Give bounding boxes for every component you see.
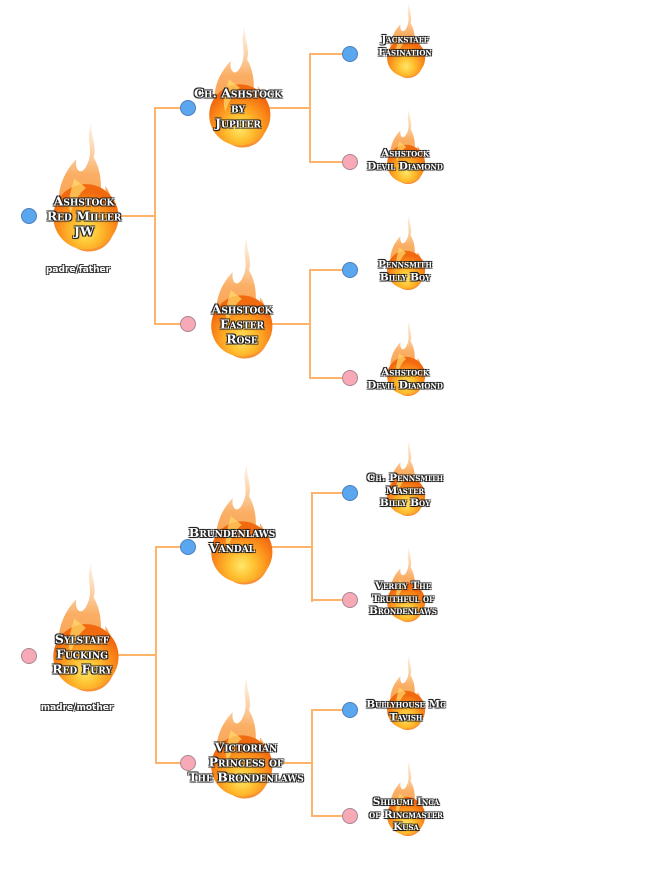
role-label: padre/father <box>45 265 111 275</box>
female-dot-icon <box>180 316 196 332</box>
connector <box>155 107 188 109</box>
dog-name: Brundenlaws Vandal <box>188 525 276 555</box>
connector <box>311 492 313 602</box>
male-dot-icon <box>180 100 196 116</box>
female-dot-icon <box>342 370 358 386</box>
connector <box>311 709 313 817</box>
connector <box>118 215 156 217</box>
connector <box>310 161 350 163</box>
dog-name: Shibumi Inca of Ringmaster Kusa <box>369 796 443 834</box>
dog-name: Ashstock Devil Diamond <box>367 147 443 172</box>
female-dot-icon <box>21 648 37 664</box>
dog-name: Pennsmith Billy Boy <box>378 258 432 283</box>
connector <box>270 762 312 764</box>
dog-name: Ch. Ashstock by Jupiter <box>194 85 282 131</box>
dog-name: Ashstock Devil Diamond <box>367 366 443 391</box>
connector <box>156 546 188 548</box>
male-dot-icon <box>21 208 37 224</box>
female-dot-icon <box>180 755 196 771</box>
connector <box>312 709 350 711</box>
role-label: madre/mother <box>40 703 114 713</box>
connector <box>268 323 310 325</box>
connector <box>155 323 188 325</box>
connector <box>312 815 350 817</box>
female-dot-icon <box>342 808 358 824</box>
male-dot-icon <box>342 702 358 718</box>
dog-name: Ashstock Easter Rose <box>211 301 273 347</box>
connector <box>309 269 311 379</box>
connector <box>309 53 311 163</box>
female-dot-icon <box>342 154 358 170</box>
connector <box>118 654 157 656</box>
dog-name: Victorian Princess of The Brondenlaws <box>188 739 304 785</box>
dog-name: Bullyhouse Mc Tavish <box>366 698 446 723</box>
dog-name: Jackstaff Fasination <box>378 33 432 58</box>
connector <box>156 762 188 764</box>
connector <box>154 107 156 325</box>
dog-name: Ashstock Red Miller JW <box>46 193 122 239</box>
male-dot-icon <box>342 485 358 501</box>
female-dot-icon <box>342 592 358 608</box>
dog-name: Sylstaff Fucking Red Fury <box>52 631 112 677</box>
connector <box>268 107 310 109</box>
connector <box>312 492 350 494</box>
male-dot-icon <box>180 539 196 555</box>
dog-name: Ch. Pennsmith Master Billy Boy <box>366 472 444 510</box>
connector <box>310 53 350 55</box>
connector <box>310 269 350 271</box>
connector <box>312 599 350 601</box>
connector <box>310 377 350 379</box>
connector <box>270 546 312 548</box>
connector <box>155 546 157 764</box>
male-dot-icon <box>342 262 358 278</box>
dog-name: Verity The Truthful of Brondenlaws <box>369 580 437 618</box>
male-dot-icon <box>342 46 358 62</box>
